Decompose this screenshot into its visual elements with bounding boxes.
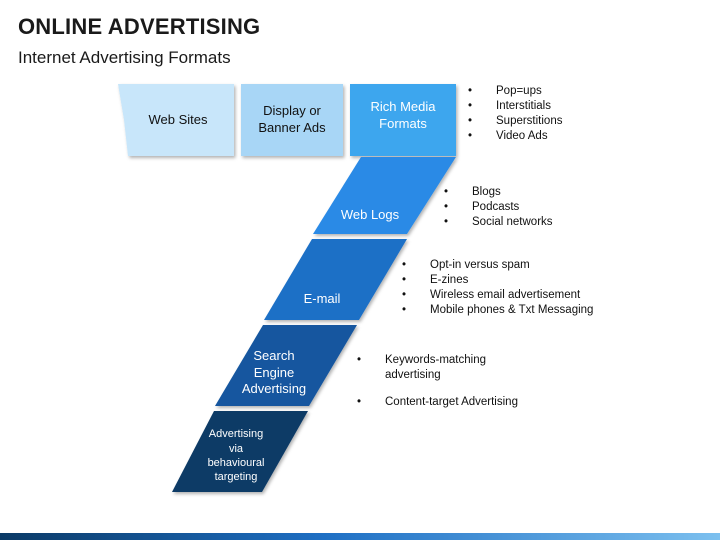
list-item: Pop=ups (468, 84, 562, 99)
list-item: Content-target Advertising (357, 395, 518, 410)
page-subtitle: Internet Advertising Formats (18, 48, 231, 67)
block-rich-media-formats-label: Rich Media Formats (370, 99, 436, 131)
bullets-rich-media: Pop=ups Interstitials Superstitions Vide… (468, 84, 562, 144)
bottom-accent-bar (0, 533, 720, 540)
list-item: Video Ads (468, 129, 562, 144)
list-item: Mobile phones & Txt Messaging (402, 303, 593, 318)
block-web-logs-label: Web Logs (340, 206, 400, 222)
block-display-banner-ads-label: Display or Banner Ads (258, 103, 326, 135)
bullets-web-logs: Blogs Podcasts Social networks (444, 185, 553, 230)
page-title: ONLINE ADVERTISING (18, 14, 261, 39)
block-e-mail-label: E-mail (303, 290, 341, 306)
list-item: Interstitials (468, 99, 562, 114)
list-item: Keywords-matching advertising (357, 353, 518, 383)
bullets-email: Opt-in versus spam E-zines Wireless emai… (402, 258, 593, 318)
block-e-mail-shape (264, 239, 407, 320)
list-item: Opt-in versus spam (402, 258, 593, 273)
block-behavioural-targeting-label: Advertising via behavioural targeting (207, 428, 265, 484)
block-search-engine-advertising-label: Search Engine Advertising (241, 347, 307, 397)
list-item: Superstitions (468, 114, 562, 129)
bullets-search: Keywords-matching advertising Content-ta… (357, 341, 518, 422)
block-display-banner-ads-shape (241, 84, 343, 156)
block-web-sites-label: Web Sites (148, 111, 208, 127)
block-web-sites-shape (118, 84, 234, 156)
list-item: Social networks (444, 215, 553, 230)
block-web-logs-shape (313, 157, 456, 234)
block-behavioural-targeting-shape (172, 411, 308, 492)
list-item: Wireless email advertisement (402, 288, 593, 303)
list-item: Podcasts (444, 200, 553, 215)
block-search-engine-advertising-shape (215, 325, 357, 406)
block-rich-media-formats-shape (350, 84, 456, 156)
list-item: E-zines (402, 273, 593, 288)
list-item: Blogs (444, 185, 553, 200)
